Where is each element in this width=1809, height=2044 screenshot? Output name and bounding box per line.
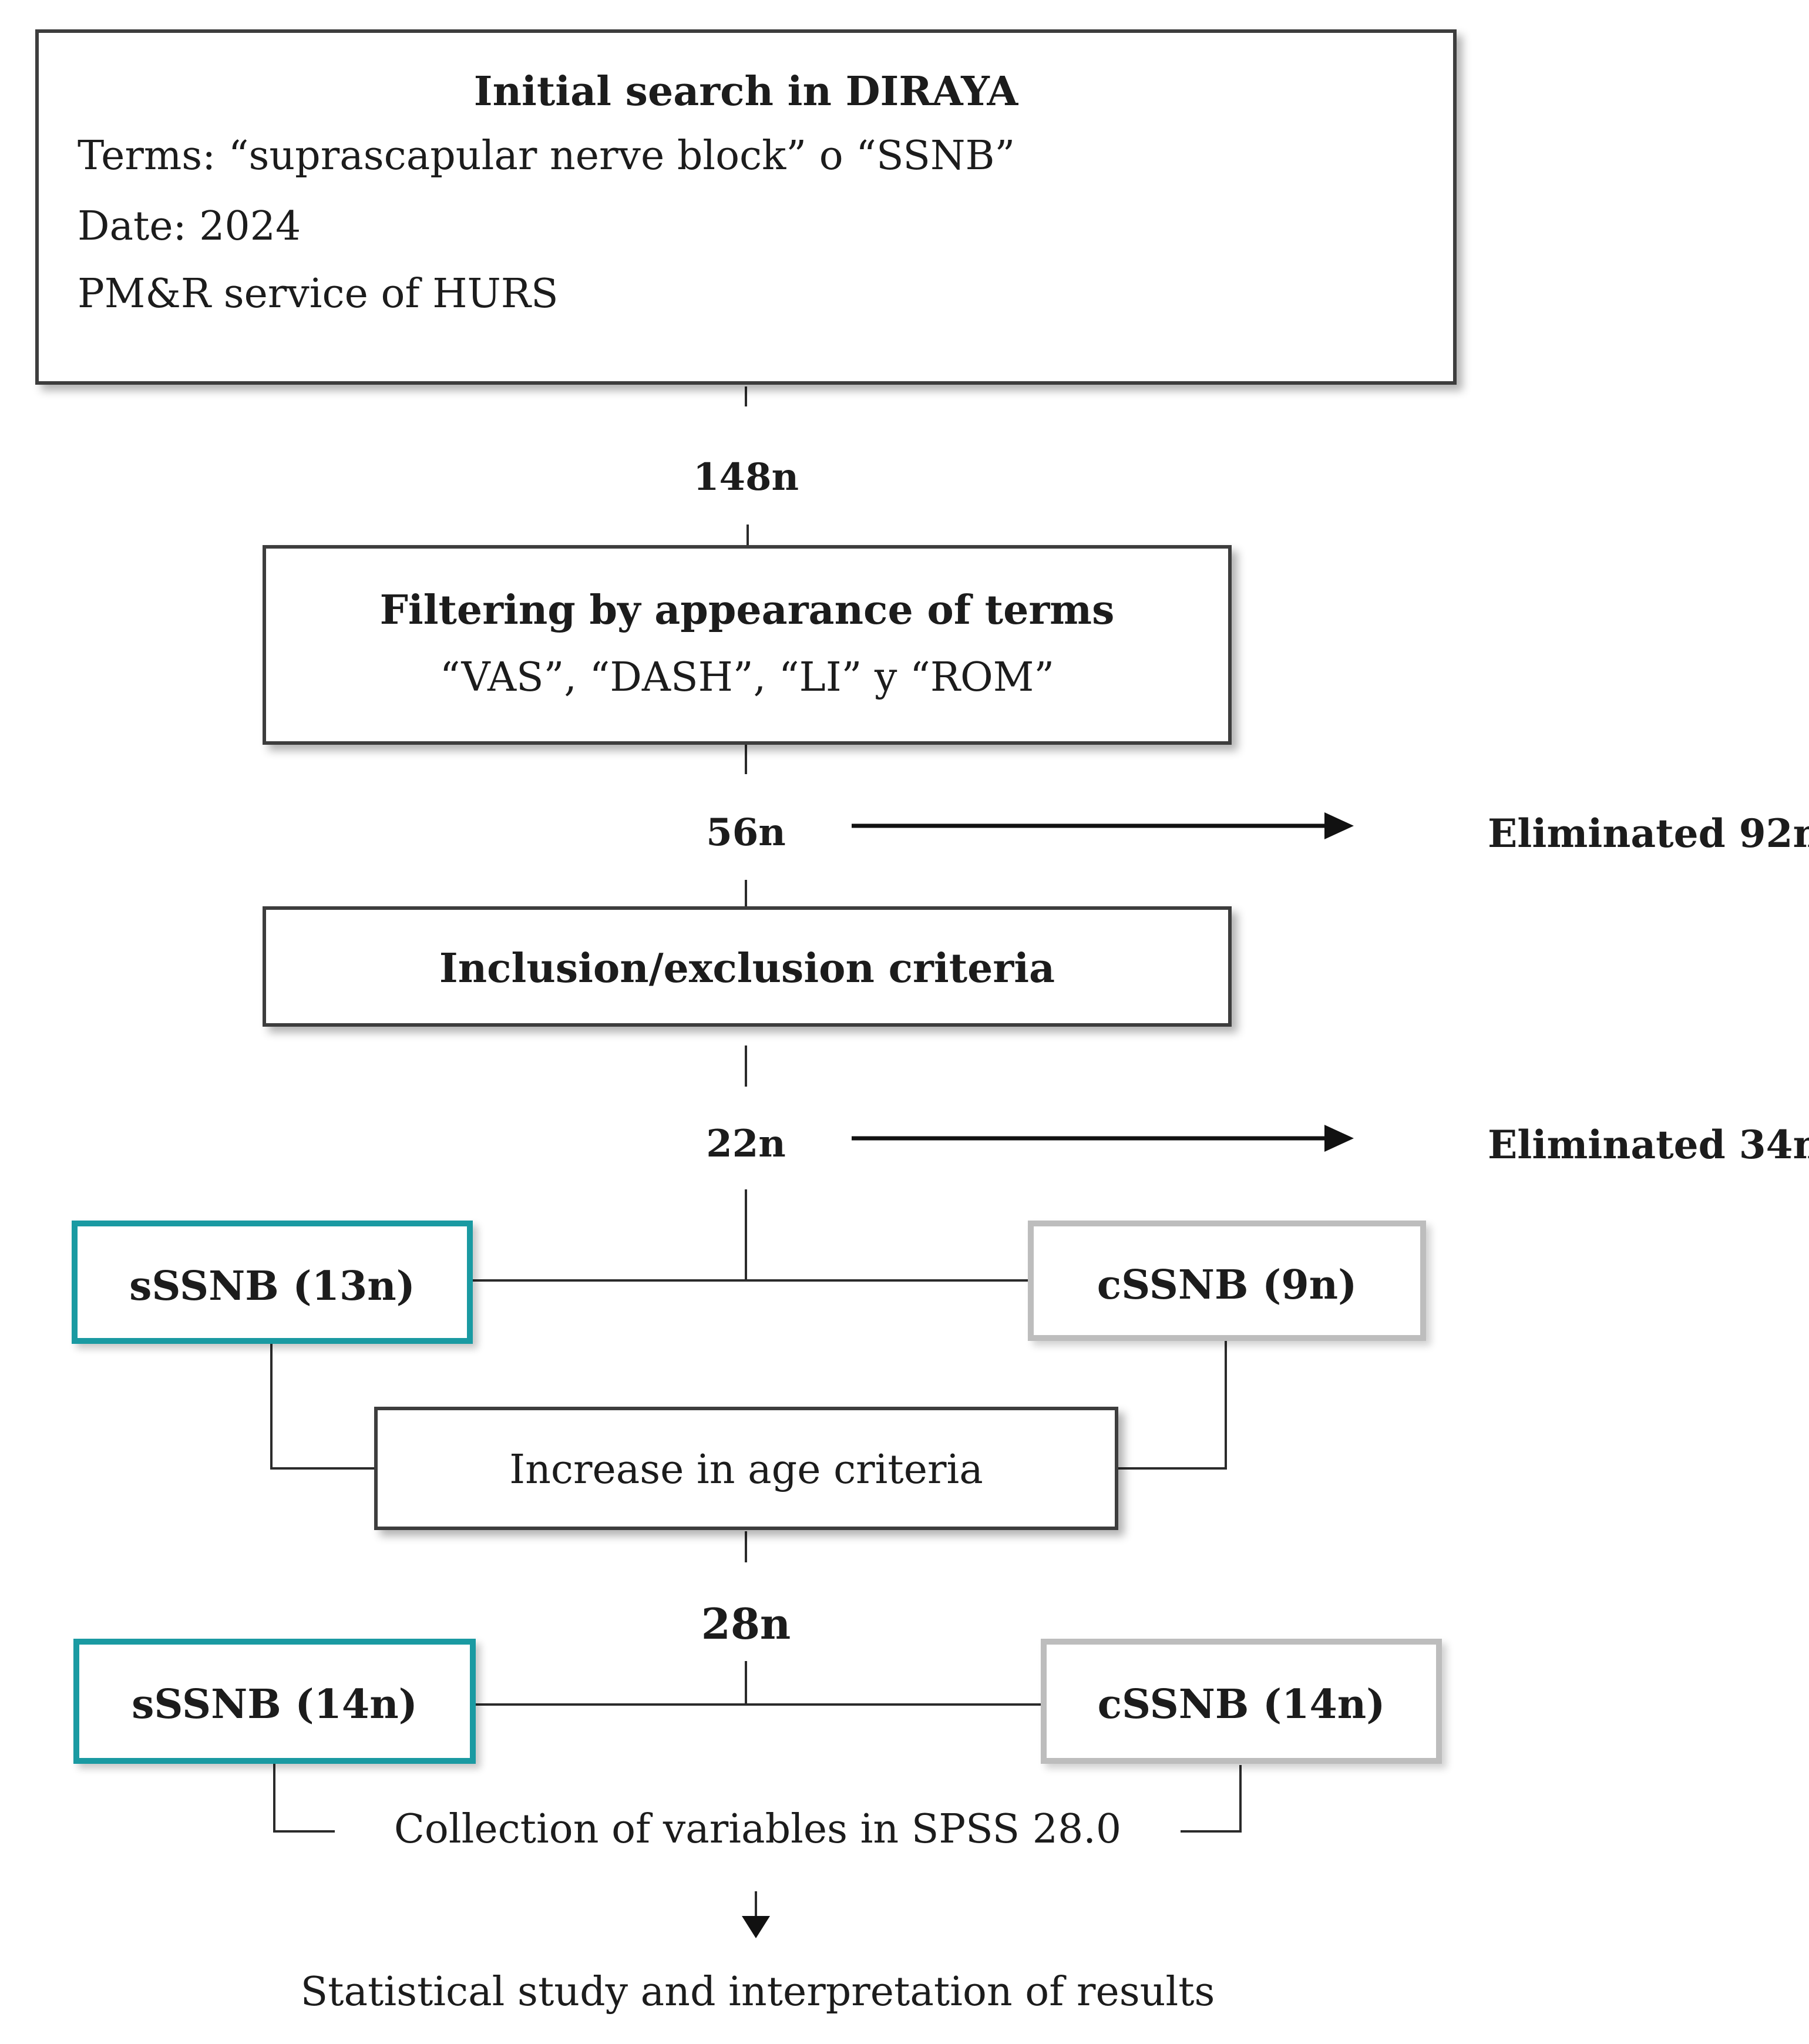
inclusion-exclusion-box: Inclusion/exclusion criteria <box>263 906 1232 1027</box>
age-criteria-box: Increase in age criteria <box>374 1407 1118 1530</box>
ssnb-14-label: sSSNB (14n) <box>132 1681 418 1728</box>
down-arrow-head <box>742 1916 770 1938</box>
initial-search-box: Initial search in DIRAYA Terms: “suprasc… <box>35 29 1457 385</box>
cssnb-group-box-9: cSSNB (9n) <box>1028 1221 1426 1341</box>
search-box-date: Date: 2024 <box>78 203 301 250</box>
connector-ssnb13-to-age <box>270 1344 376 1470</box>
filtering-box-title: Filtering by appearance of terms <box>379 587 1115 634</box>
count-56: 56n <box>706 811 786 855</box>
elimination-arrow-1-head <box>1324 812 1354 839</box>
criteria-box-title: Inclusion/exclusion criteria <box>439 945 1055 992</box>
connector-cssnb9-to-age <box>1117 1341 1227 1470</box>
count-148: 148n <box>692 455 799 499</box>
search-box-service: PM&R service of HURS <box>78 271 559 317</box>
search-box-title: Initial search in DIRAYA <box>473 68 1018 115</box>
cssnb-9-label: cSSNB (9n) <box>1097 1262 1357 1309</box>
eliminated-92: Eliminated 92n <box>1488 811 1809 856</box>
connector-cssnb14-to-collection <box>1181 1765 1242 1833</box>
cssnb-group-box-14: cSSNB (14n) <box>1041 1639 1442 1764</box>
filtering-box: Filtering by appearance of terms “VAS”, … <box>263 545 1232 745</box>
filtering-box-terms: “VAS”, “DASH”, “LI” y “ROM” <box>439 654 1055 701</box>
collection-text: Collection of variables in SPSS 28.0 <box>394 1806 1122 1853</box>
cssnb-14-label: cSSNB (14n) <box>1097 1681 1386 1728</box>
search-box-terms: Terms: “suprascapular nerve block” o “SS… <box>78 133 1016 179</box>
age-criteria-label: Increase in age criteria <box>509 1447 983 1493</box>
connector-ssnb14-to-collection <box>273 1764 335 1833</box>
count-22: 22n <box>706 1122 786 1166</box>
elimination-arrow-2-head <box>1324 1125 1354 1152</box>
ssnb-13-label: sSSNB (13n) <box>129 1263 415 1310</box>
count-28: 28n <box>701 1599 791 1649</box>
eliminated-34: Eliminated 34n <box>1488 1122 1809 1168</box>
ssnb-group-box-13: sSSNB (13n) <box>72 1221 473 1344</box>
ssnb-group-box-14: sSSNB (14n) <box>73 1639 476 1764</box>
statistics-text: Statistical study and interpretation of … <box>300 1969 1215 2015</box>
